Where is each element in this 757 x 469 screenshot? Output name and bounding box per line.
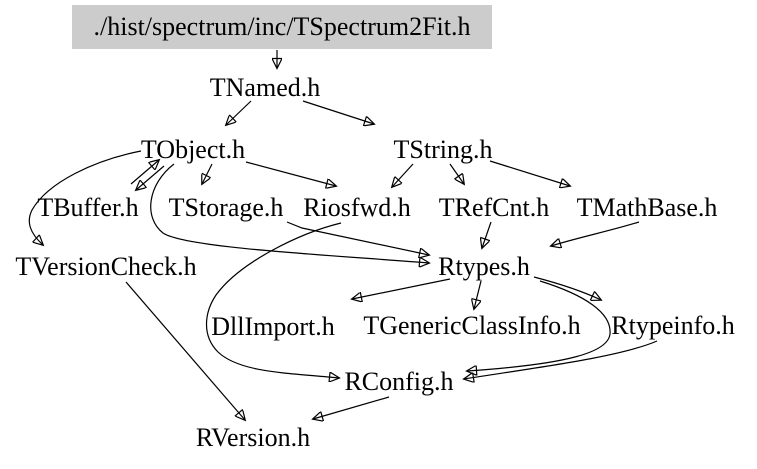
graph-node-rtypeinfo[interactable]: Rtypeinfo.h [611,311,735,340]
edge-tversioncheck-to-rversion [125,281,245,420]
graph-node-tobject[interactable]: TObject.h [140,135,246,164]
edge-rtypeinfo-to-rconfig [464,340,658,379]
edge-rtypes-to-tgenericclassinfo [474,280,481,309]
edge-tobject-to-tversioncheck [28,150,142,245]
edge-trefcnt-to-rtypes [482,221,492,248]
edge-riosfwd-to-rconfig [206,222,342,378]
graph-node-trefcnt[interactable]: TRefCnt.h [438,193,550,222]
edge-tobject-to-riosfwd [245,161,336,186]
graph-node-riosfwd[interactable]: Riosfwd.h [303,193,411,222]
edge-tmathbase-to-rtypes [551,221,640,246]
graph-node-tmathbase[interactable]: TMathBase.h [576,193,718,222]
edge-tstorage-to-rtypes [286,221,429,255]
graph-node-rversion[interactable]: RVersion.h [195,423,311,452]
graph-node-spectrum2fit[interactable]: ./hist/spectrum/inc/TSpectrum2Fit.h [72,5,492,49]
graph-node-tversioncheck[interactable]: TVersionCheck.h [15,252,197,281]
edge-rtypes-to-rtypeinfo [533,276,601,300]
edge-tstring-to-riosfwd [392,163,414,187]
edge-tstring-to-trefcnt [449,163,464,184]
edge-rconfig-to-rversion [313,396,390,419]
graph-node-tstring[interactable]: TString.h [393,135,493,164]
edge-tnamed-to-tstring [302,100,374,124]
edge-tbuffer-to-tobject [130,160,159,185]
graph-node-tgenericclassinfo[interactable]: TGenericClassInfo.h [363,311,581,340]
edge-rtypes-to-dllimport [352,278,451,299]
graph-node-tnamed[interactable]: TNamed.h [209,73,321,102]
graph-node-rtypes[interactable]: Rtypes.h [438,252,530,281]
graph-node-tbuffer[interactable]: TBuffer.h [37,193,139,222]
edge-tnamed-to-tobject [226,100,252,125]
edge-rtypes-to-rconfig [467,280,611,371]
graph-node-tstorage[interactable]: TStorage.h [168,193,284,222]
edge-tobject-to-tstorage [202,163,213,184]
graph-node-dllimport[interactable]: DllImport.h [211,312,335,341]
graph-node-rconfig[interactable]: RConfig.h [344,367,454,396]
edge-tobject-to-rtypes [150,163,429,263]
edge-tstring-to-tmathbase [489,160,570,186]
